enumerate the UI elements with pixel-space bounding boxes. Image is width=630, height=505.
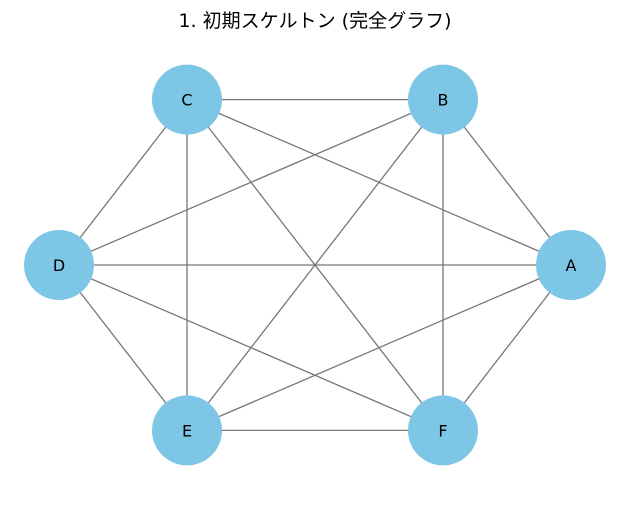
node-circle-d: [24, 230, 94, 300]
node-layer: A B C D E F: [24, 64, 606, 466]
node-f: F: [408, 395, 478, 466]
node-a: A: [536, 230, 606, 300]
node-label-b: B: [438, 91, 449, 110]
node-label-f: F: [438, 421, 447, 440]
node-label-c: C: [181, 91, 192, 110]
node-c: C: [152, 64, 222, 135]
edge-layer: [58, 98, 572, 432]
node-circle-a: [536, 230, 606, 300]
node-label-e: E: [182, 421, 192, 440]
graph-title: 1. 初期スケルトン (完全グラフ): [178, 10, 451, 32]
node-circle-f: [408, 395, 478, 466]
node-b: B: [408, 64, 478, 135]
node-circle-b: [408, 64, 478, 135]
node-d: D: [24, 230, 94, 300]
node-label-a: A: [566, 256, 577, 275]
node-label-d: D: [53, 256, 65, 275]
node-circle-c: [152, 64, 222, 135]
edge-c-f: [186, 99, 444, 431]
node-circle-e: [152, 395, 222, 466]
node-e: E: [152, 395, 222, 466]
edge-d-f: [58, 264, 444, 431]
